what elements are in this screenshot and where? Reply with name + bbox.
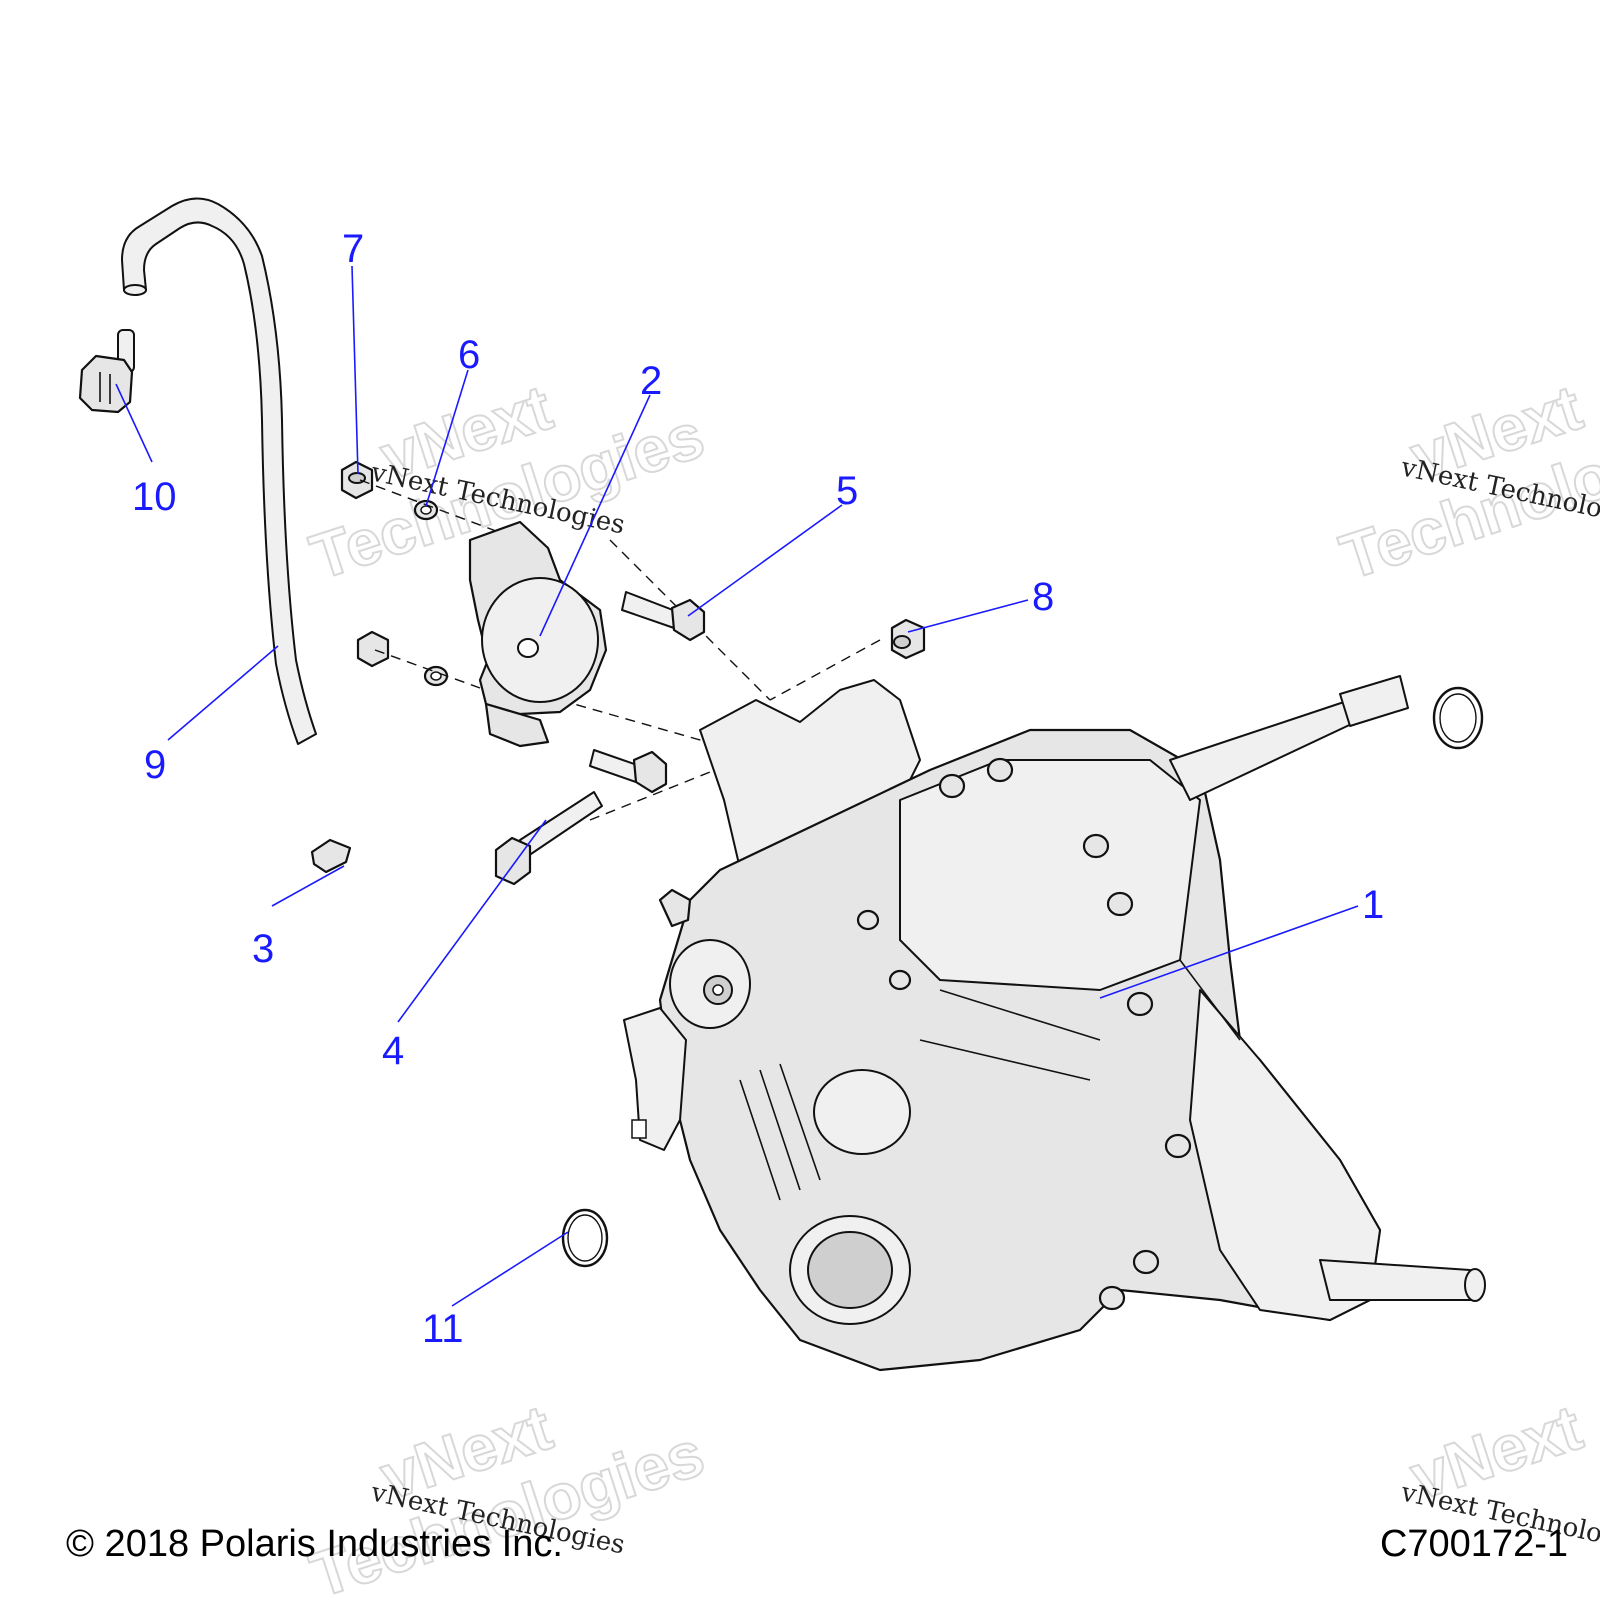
assembly-line [609,539,771,701]
o-ring-lower-inner [567,1214,603,1262]
callout-6: 6 [458,333,480,377]
flange-nut-part [890,618,926,660]
leader-11 [451,1231,569,1307]
transmission-part [623,675,1486,1372]
callout-2: 2 [640,359,662,403]
copyright-notice: © 2018 Polaris Industries Inc. [66,1523,563,1565]
leader-9 [167,645,279,741]
callout-1: 1 [1362,883,1384,927]
assembly-line [359,479,521,541]
leader-2 [539,394,651,637]
hose-end [123,284,147,296]
o-ring-right-inner [1439,693,1477,743]
callout-10: 10 [132,475,177,519]
callout-9: 9 [144,743,166,787]
nut-part [340,460,374,500]
drawing-number: C700172-1 [1379,1523,1568,1565]
leader-7 [351,265,359,475]
callout-5: 5 [836,469,858,513]
callout-7: 7 [342,227,364,271]
upper-bolt-part [621,591,706,642]
leader-6 [425,369,469,507]
watermark-bottom-left: vNext Technologies vNext Technologies [301,1390,713,1600]
callout-11: 11 [422,1307,464,1351]
long-bolt-part [494,791,603,886]
washer-hole [420,505,432,515]
leader-1 [1099,905,1359,999]
assembly-line [559,699,771,761]
vent-hose-part [121,197,317,745]
middle-bolt-part [589,749,668,794]
vent-fitting-part [78,329,135,414]
leader-10 [115,383,153,463]
callout-4: 4 [382,1029,404,1073]
assembly-line [589,759,741,821]
assembly-line [374,649,481,689]
assembly-line [769,639,881,701]
watermark-top-right: vNext Technologies vNext Technologies [1331,370,1600,594]
clip-part [310,838,352,874]
leader-3 [271,865,345,907]
leader-5 [687,504,843,617]
callout-3: 3 [252,927,274,971]
leader-8 [907,599,1029,633]
actuator-part [468,520,608,748]
o-ring-lower-part [561,1208,609,1268]
lower-nut-part [356,630,390,668]
callout-8: 8 [1032,575,1054,619]
lower-washer-hole [430,671,442,681]
leader-4 [397,819,547,1023]
o-ring-right-part [1432,686,1484,750]
